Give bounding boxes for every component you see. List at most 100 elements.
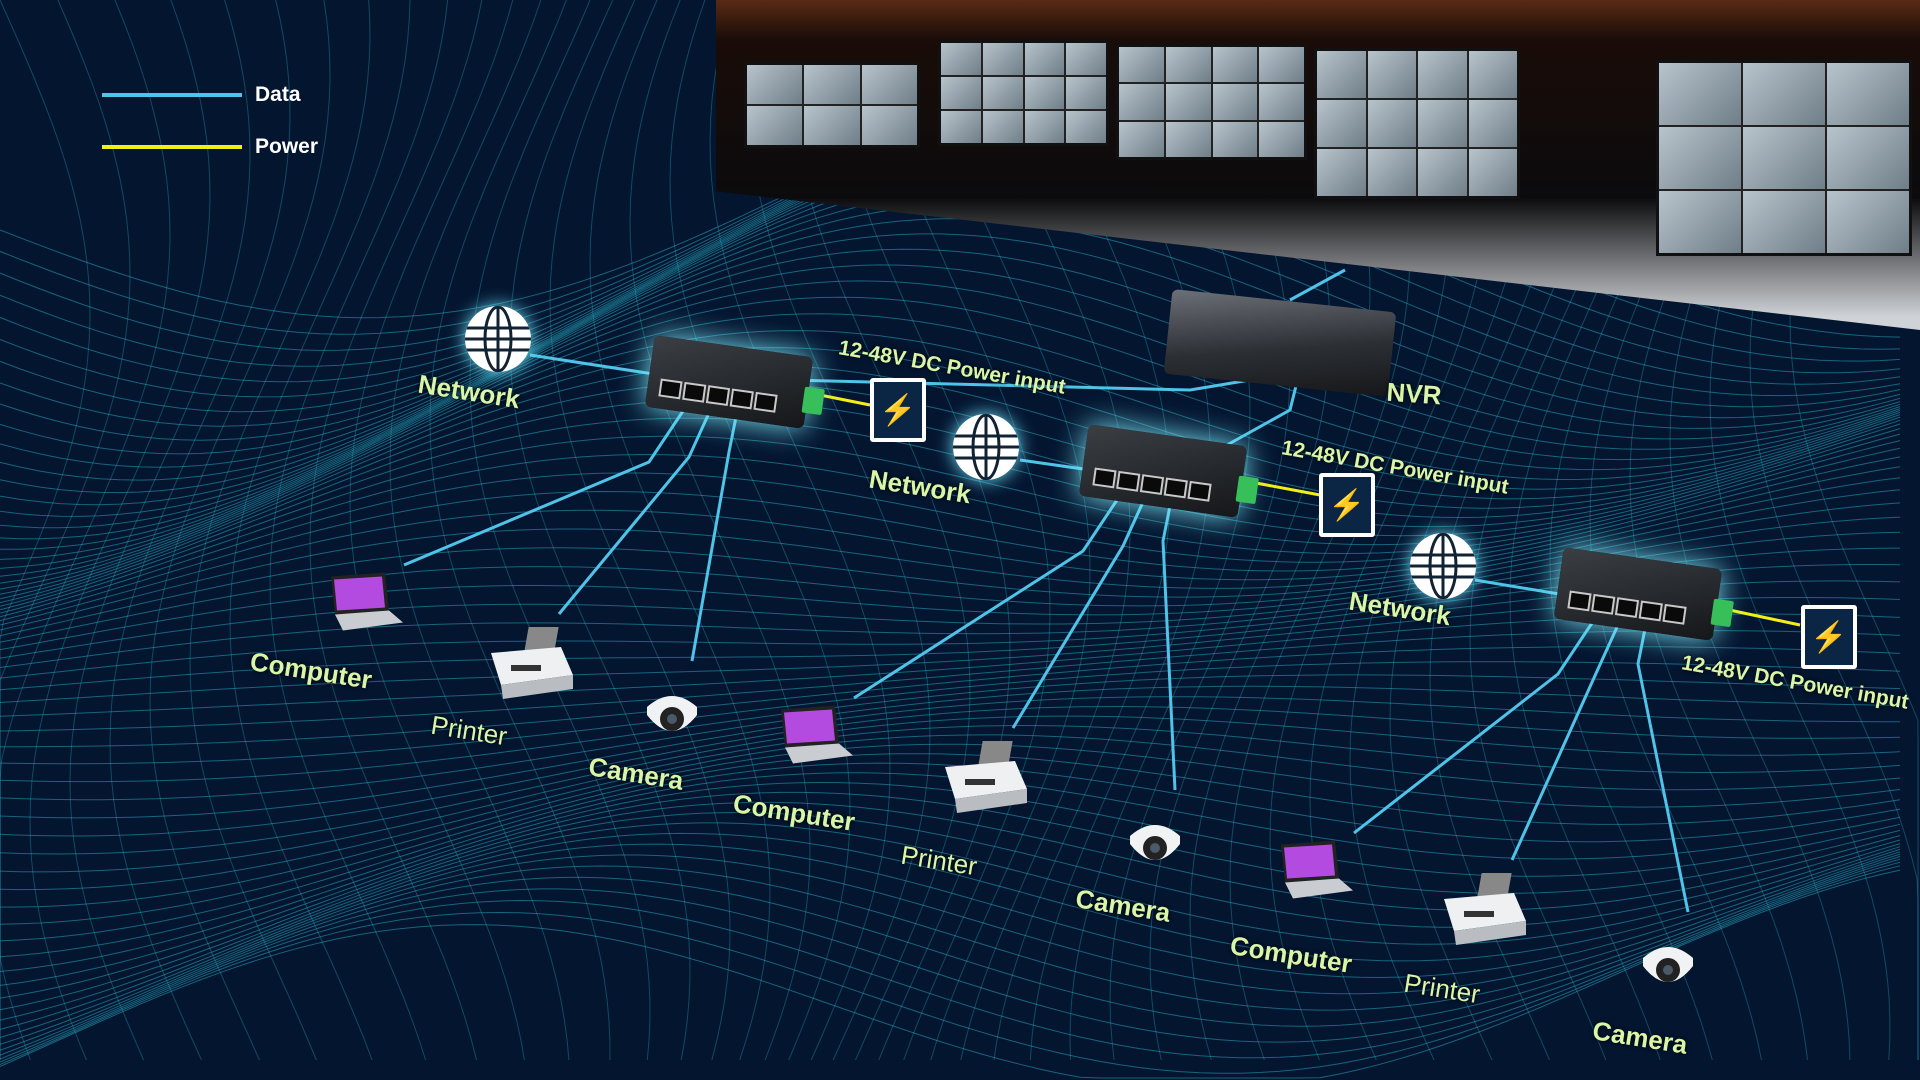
- wave-line: [0, 330, 1901, 584]
- printer-icon: [935, 739, 1031, 817]
- data-link: [557, 401, 716, 615]
- wave-line: [109, 0, 291, 1061]
- wave-line: [0, 734, 1901, 891]
- network-globe-icon: [953, 414, 1019, 480]
- wave-line: [0, 811, 1901, 1011]
- data-link: [403, 401, 691, 567]
- wave-line: [589, 0, 771, 1061]
- data-link: [1510, 613, 1625, 861]
- wave-line: [0, 0, 171, 1061]
- data-link: [1019, 458, 1091, 472]
- wave-line: [29, 0, 211, 1061]
- wave-line: [0, 489, 1901, 637]
- data-link: [1161, 490, 1177, 791]
- wave-line: [0, 382, 1901, 600]
- camera-icon: [1637, 936, 1699, 998]
- wave-line: [0, 433, 1901, 611]
- wave-line: [0, 661, 1901, 765]
- computer-icon: [773, 705, 855, 771]
- wave-line: [509, 0, 691, 1061]
- wave-line: [429, 0, 611, 1060]
- wave-line: [0, 313, 1901, 577]
- wave-line: [0, 477, 1901, 631]
- computer-icon: [323, 572, 405, 638]
- wave-line: [0, 233, 1901, 529]
- wave-line: [0, 447, 1901, 618]
- wave-line: [0, 822, 1901, 1021]
- wave-line: [229, 0, 411, 1061]
- wave-line: [0, 869, 1901, 1079]
- wave-line: [69, 0, 251, 1061]
- wave-line: [0, 865, 1901, 1074]
- wave-line: [0, 685, 1901, 801]
- wave-line: [0, 218, 1901, 517]
- monitor-screen: [744, 62, 920, 148]
- data-link: [1636, 613, 1690, 913]
- monitoring-room-photo: [716, 0, 1920, 330]
- data-link: [1289, 268, 1346, 302]
- printer-icon: [481, 625, 577, 703]
- wave-line: [0, 248, 1901, 540]
- wave-line: [149, 0, 331, 1061]
- wave-line: [0, 858, 1901, 1060]
- wave-line: [0, 753, 1901, 925]
- camera-icon: [1124, 814, 1186, 876]
- nvr-label: NVR: [1385, 376, 1443, 411]
- wave-line: [549, 0, 731, 1061]
- wave-line: [0, 0, 131, 1060]
- monitor-screen: [938, 40, 1109, 146]
- wave-line: [0, 280, 1901, 560]
- wave-line: [0, 466, 1901, 626]
- wave-line: [0, 743, 1901, 908]
- wave-line: [269, 0, 449, 1061]
- network-globe-icon: [1410, 533, 1476, 599]
- wave-line: [0, 791, 1901, 986]
- wave-line: [0, 781, 1901, 972]
- wave-line: [0, 456, 1901, 622]
- wave-line: [0, 347, 1901, 590]
- wave-line: [0, 705, 1901, 837]
- legend-power-line: [102, 145, 242, 149]
- power-link: [1719, 606, 1801, 627]
- wave-line: [0, 399, 1901, 604]
- data-link: [529, 353, 661, 377]
- wave-line: [0, 364, 1901, 595]
- power-adapter-icon: ⚡: [1801, 605, 1857, 669]
- data-link: [690, 401, 741, 662]
- printer-icon: [1434, 871, 1530, 949]
- legend-data-label: Data: [255, 83, 301, 106]
- wave-line: [0, 629, 1901, 732]
- wave-line: [0, 801, 1901, 999]
- power-adapter-icon: ⚡: [1319, 473, 1375, 537]
- data-link: [1353, 613, 1600, 835]
- wave-line: [0, 715, 1901, 855]
- wave-line: [0, 856, 1901, 1056]
- wave-line: [0, 264, 1901, 550]
- network-globe-icon: [465, 306, 531, 372]
- wave-line: [0, 0, 91, 1060]
- wave-line: [0, 440, 1901, 614]
- wave-line: [0, 843, 1901, 1038]
- wave-line: [349, 0, 525, 1061]
- wave-line: [469, 0, 651, 1061]
- wave-line: [0, 832, 1901, 1030]
- wave-line: [0, 674, 1901, 783]
- wave-line: [709, 0, 891, 1061]
- power-link: [819, 393, 871, 407]
- monitor-screen: [1314, 48, 1520, 199]
- legend-power-label: Power: [255, 135, 319, 158]
- wave-line: [0, 417, 1901, 607]
- computer-icon: [1273, 840, 1355, 906]
- legend-data-line: [102, 93, 242, 97]
- wave-line: [0, 853, 1901, 1051]
- data-link: [1474, 578, 1566, 597]
- wave-line: [309, 0, 483, 1061]
- power-adapter-icon: ⚡: [870, 378, 926, 442]
- camera-icon: [641, 685, 703, 747]
- wave-line: [0, 724, 1901, 873]
- wave-line: [389, 0, 570, 1061]
- data-link: [1011, 490, 1150, 729]
- wave-line: [629, 0, 811, 1061]
- wave-line: [0, 646, 1901, 748]
